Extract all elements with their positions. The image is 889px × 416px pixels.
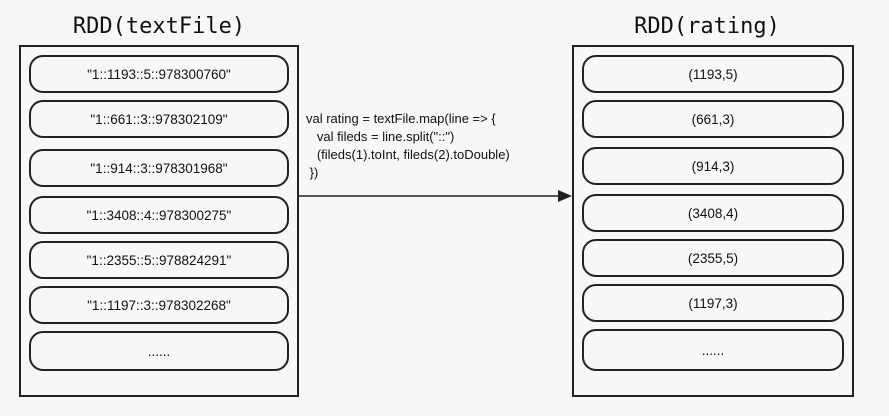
rating-record: (3408,4) [582, 194, 844, 232]
right-rdd-title: RDD(rating) [634, 14, 780, 39]
text-file-record: "1::2355::5::978824291" [29, 241, 289, 279]
text-file-record: "1::1193::5::978300760" [29, 55, 289, 93]
rating-record: (1193,5) [582, 55, 844, 93]
text-file-record: "1::914::3::978301968" [29, 149, 289, 187]
rating-record: (1197,3) [582, 284, 844, 322]
rating-record: (914,3) [582, 147, 844, 185]
text-file-record-ellipsis: ...... [29, 331, 289, 371]
map-transformation-code: val rating = textFile.map(line => { val … [306, 110, 568, 182]
text-file-record: "1::661::3::978302109" [29, 100, 289, 138]
text-file-record: "1::1197::3::978302268" [29, 286, 289, 324]
code-line: }) [306, 165, 319, 180]
text-file-record: "1::3408::4::978300275" [29, 196, 289, 234]
rating-record: (661,3) [582, 100, 844, 138]
code-line: val fileds = line.split("::") [306, 129, 455, 144]
left-rdd-title: RDD(textFile) [72, 14, 246, 39]
rating-record-ellipsis: ...... [582, 329, 844, 371]
rating-record: (2355,5) [582, 239, 844, 277]
arrow-head-icon [558, 190, 572, 202]
rating-rdd-panel: (1193,5) (661,3) (914,3) (3408,4) (2355,… [572, 45, 854, 397]
code-line: (fileds(1).toInt, fileds(2).toDouble) [306, 147, 510, 162]
text-file-rdd-panel: "1::1193::5::978300760" "1::661::3::9783… [19, 45, 299, 397]
code-line: val rating = textFile.map(line => { [306, 111, 496, 126]
